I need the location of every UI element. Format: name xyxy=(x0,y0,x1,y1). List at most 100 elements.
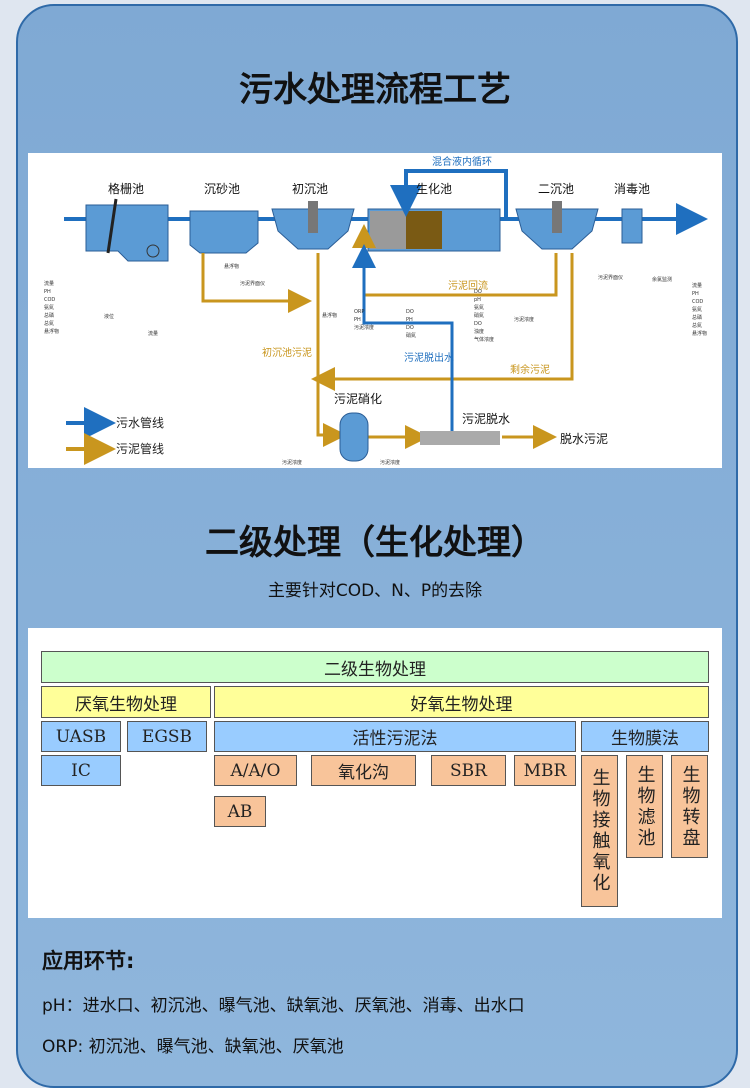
class-root: 二级生物处理 xyxy=(41,651,709,683)
process-diagram-panel: 污水管线 污泥管线 格栅池 沉砂池 初沉池 生化池 二沉池 消毒池 混合液内循环… xyxy=(28,153,722,468)
legend-sewage-label: 污水管线 xyxy=(116,415,164,430)
unit-label: 消毒池 xyxy=(614,182,650,196)
grit-ss-label: 悬浮物 xyxy=(224,263,239,270)
instrument-label: 总磷 xyxy=(44,312,54,319)
grit-sludge-line xyxy=(201,253,312,313)
flow-label: 剩余污泥 xyxy=(510,363,550,376)
unit-label: 初沉池 xyxy=(292,182,328,196)
flow-label: 污泥硝化 xyxy=(334,392,382,406)
flow-label: 污泥脱出水 xyxy=(404,351,454,364)
unit-label: 生化池 xyxy=(416,182,452,196)
unit-label: 沉砂池 xyxy=(204,182,240,196)
disinfection-tank xyxy=(621,208,643,244)
unit-label: 二沉池 xyxy=(538,182,574,196)
digest-conc2-label: 污泥浓度 xyxy=(380,459,400,466)
section2-title: 二级处理（生化处理） xyxy=(205,523,545,563)
screen-bar xyxy=(106,198,118,254)
instrument-label: 总氮 xyxy=(44,320,54,327)
instrument-label: pH xyxy=(474,297,481,303)
instrument-label: DO xyxy=(406,309,414,315)
class-ic: IC xyxy=(41,755,121,786)
applications-section: 应用环节: pH：进水口、初沉池、曝气池、缺氧池、厌氧池、消毒、出水口 ORP:… xyxy=(42,945,525,1073)
grit-tank xyxy=(189,210,259,254)
process-diagram: 污水管线 污泥管线 格栅池 沉砂池 初沉池 生化池 二沉池 消毒池 混合液内循环… xyxy=(44,155,708,466)
instrument-label: ORP xyxy=(354,309,364,315)
class-mbr: MBR xyxy=(514,755,576,786)
instrument-label: 流量 xyxy=(692,282,702,289)
class-biofilter: 生物滤池 xyxy=(626,755,663,858)
unit-label: 格栅池 xyxy=(108,181,144,196)
page-title: 污水处理流程工艺 xyxy=(239,70,511,110)
class-activated-sludge: 活性污泥法 xyxy=(214,721,576,752)
section2-subtitle: 主要针对COD、N、P的去除 xyxy=(267,581,483,601)
instrument-label: 硝氮 xyxy=(406,332,416,339)
class-biofilm: 生物膜法 xyxy=(581,721,709,752)
instrument-label: 氨氮 xyxy=(692,306,702,313)
class-aao: A/A/O xyxy=(214,755,297,786)
instrument-label: 悬浮物 xyxy=(692,330,707,337)
class-aerobic: 好氧生物处理 xyxy=(214,686,709,718)
flow-label: 污泥脱水 xyxy=(462,411,510,426)
primary-scraper xyxy=(308,201,318,233)
instrument-label: 悬浮物 xyxy=(44,328,59,335)
instrument-label: COD xyxy=(692,299,703,305)
flow-label: 污泥回流 xyxy=(448,279,488,292)
instrument-label: 总氮 xyxy=(692,322,702,329)
class-oxidation-ditch: 氧化沟 xyxy=(311,755,416,786)
flow-label: 混合液内循环 xyxy=(432,155,492,168)
pump-icon xyxy=(146,244,160,258)
class-anaerobic: 厌氧生物处理 xyxy=(41,686,211,718)
chlorine-label: 余氯监测 xyxy=(652,276,672,283)
grit-interface-label: 污泥界面仪 xyxy=(240,280,265,287)
instrument-label: 氨氮 xyxy=(474,304,484,311)
instrument-label: PH xyxy=(692,291,699,297)
instrument-label: PH xyxy=(44,289,51,295)
instrument-label: 浊度 xyxy=(474,328,484,335)
class-contact-oxidation: 生物接触氧化 xyxy=(581,755,618,907)
instrument-label: 总磷 xyxy=(692,314,702,321)
screen-tank xyxy=(85,204,169,262)
internal-recycle-line xyxy=(390,169,508,219)
instrument-label: 氨氮 xyxy=(44,304,54,311)
class-rotating-disc: 生物转盘 xyxy=(671,755,708,858)
instrument-label: DO xyxy=(474,321,482,327)
instrument-label: 流量 xyxy=(44,280,54,287)
level-label: 液位 xyxy=(104,313,114,320)
flow-meter-label: 流量 xyxy=(148,330,158,337)
secondary-scraper xyxy=(552,201,562,233)
secondary-conc-label: 污泥浓度 xyxy=(514,316,534,323)
bio-anoxic-zone xyxy=(406,211,442,249)
instrument-label: PH xyxy=(406,317,413,323)
class-uasb: UASB xyxy=(41,721,121,752)
instrument-label: 污泥浓度 xyxy=(354,324,374,331)
digester-tank xyxy=(339,412,369,462)
bio-anaerobic-zone xyxy=(370,211,406,249)
applications-title: 应用环节: xyxy=(42,949,135,973)
class-egsb: EGSB xyxy=(127,721,207,752)
instrument-label: 气体浓度 xyxy=(474,336,494,343)
primary-ss-label: 悬浮物 xyxy=(322,312,337,319)
secondary-interface-label: 污泥界面仪 xyxy=(598,274,623,281)
instrument-label: DO xyxy=(406,325,414,331)
application-line: pH：进水口、初沉池、曝气池、缺氧池、厌氧池、消毒、出水口 xyxy=(42,996,525,1016)
dewatering-machine xyxy=(420,431,500,445)
flow-label: 初沉池污泥 xyxy=(262,346,312,359)
instrument-label: COD xyxy=(44,297,55,303)
class-ab: AB xyxy=(214,796,266,827)
primary-sludge-line xyxy=(316,253,347,447)
excess-sludge-line xyxy=(311,253,574,391)
class-sbr: SBR xyxy=(431,755,506,786)
instrument-label: PH xyxy=(354,317,361,323)
instrument-label: 硝氮 xyxy=(474,312,484,319)
legend-sludge-label: 污泥管线 xyxy=(116,441,164,456)
dewater-outflow-line xyxy=(352,244,454,431)
instrument-label: DO xyxy=(474,289,482,295)
classification-panel: 二级生物处理 厌氧生物处理 好氧生物处理 UASB EGSB IC 活性污泥法 … xyxy=(28,628,722,918)
digest-conc-label: 污泥浓度 xyxy=(282,459,302,466)
flow-label: 脱水污泥 xyxy=(560,431,608,446)
